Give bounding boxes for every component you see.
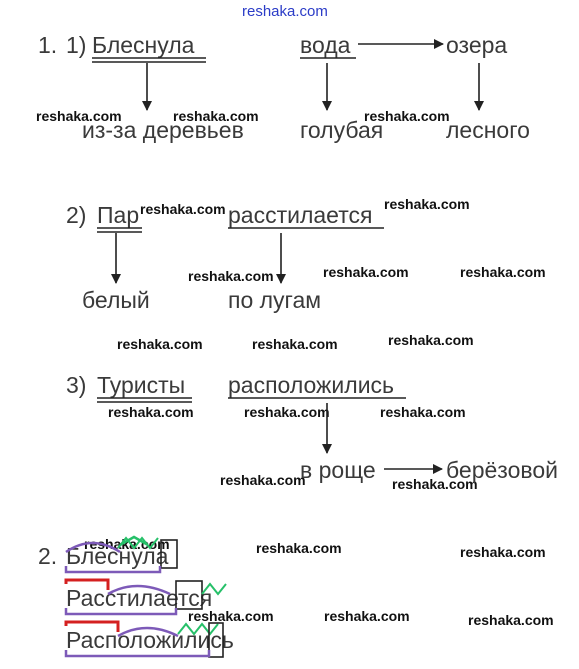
ending-box [208, 622, 224, 658]
watermark: reshaka.com [36, 108, 122, 124]
prefix-mark [64, 578, 110, 590]
watermark: reshaka.com [173, 108, 259, 124]
sentence2-predicate: расстилается [228, 202, 373, 228]
subject-underline [92, 57, 206, 63]
sentence3-predicate: расположились [228, 372, 395, 398]
suffix-zigzag [117, 536, 159, 550]
sentence2-subject: Пар [97, 202, 140, 228]
watermark: reshaka.com [384, 196, 470, 212]
sentence1-object2: голубая [300, 117, 384, 143]
morpheme-word-3: Расположились [66, 627, 234, 653]
sentence1-subject: Блеснула [92, 32, 195, 58]
base-bracket [64, 650, 211, 658]
ending-box [175, 580, 203, 610]
base-bracket [64, 566, 162, 574]
watermark: reshaka.com [392, 476, 478, 492]
watermark: reshaka.com [460, 264, 546, 280]
task1-number: 1. [38, 32, 58, 58]
ending-box [160, 539, 178, 569]
sentence1-object1: из-за деревьев [82, 117, 244, 143]
sentence3-subject: Туристы [97, 372, 186, 398]
sentence3-label: 3) [66, 372, 87, 398]
suffix-zigzag [201, 582, 227, 596]
base-bracket [64, 608, 178, 616]
watermark-top: reshaka.com [242, 3, 328, 20]
sentence1-predicate: вода [300, 32, 351, 58]
sentence2-object2: по лугам [228, 287, 322, 313]
watermark: reshaka.com [388, 332, 474, 348]
watermark: reshaka.com [140, 201, 226, 217]
sentence1-object3: озера [446, 32, 508, 58]
sentence2-label: 2) [66, 202, 87, 228]
sentence3-object1: в роще [300, 457, 376, 483]
watermark: reshaka.com [256, 540, 342, 556]
watermark: reshaka.com [380, 404, 466, 420]
watermark: reshaka.com [252, 336, 338, 352]
watermark: reshaka.com [460, 544, 546, 560]
root-arc [117, 626, 179, 638]
root-arc [65, 541, 121, 554]
sentence1-label: 1) [66, 32, 87, 58]
subject-underline [97, 397, 192, 403]
suffix-zigzag [177, 622, 219, 636]
watermark: reshaka.com [188, 608, 274, 624]
suffix-corner [119, 535, 149, 547]
watermark: reshaka.com [188, 268, 274, 284]
watermark: reshaka.com [468, 612, 554, 628]
watermark: reshaka.com [244, 404, 330, 420]
root-arc [107, 584, 171, 596]
watermark: reshaka.com [364, 108, 450, 124]
subject-underline [97, 227, 142, 233]
morpheme-word-2: Расстилается [66, 585, 213, 611]
sentence3-object2: берёзовой [446, 457, 558, 483]
sentence1-object4: лесного [446, 117, 530, 143]
watermark: reshaka.com [84, 536, 170, 552]
watermark: reshaka.com [108, 404, 194, 420]
watermark: reshaka.com [220, 472, 306, 488]
sentence2-object1: белый [82, 287, 150, 313]
prefix-mark [64, 620, 120, 632]
watermark: reshaka.com [324, 608, 410, 624]
task2-number: 2. [38, 543, 58, 569]
watermark: reshaka.com [323, 264, 409, 280]
watermark: reshaka.com [117, 336, 203, 352]
